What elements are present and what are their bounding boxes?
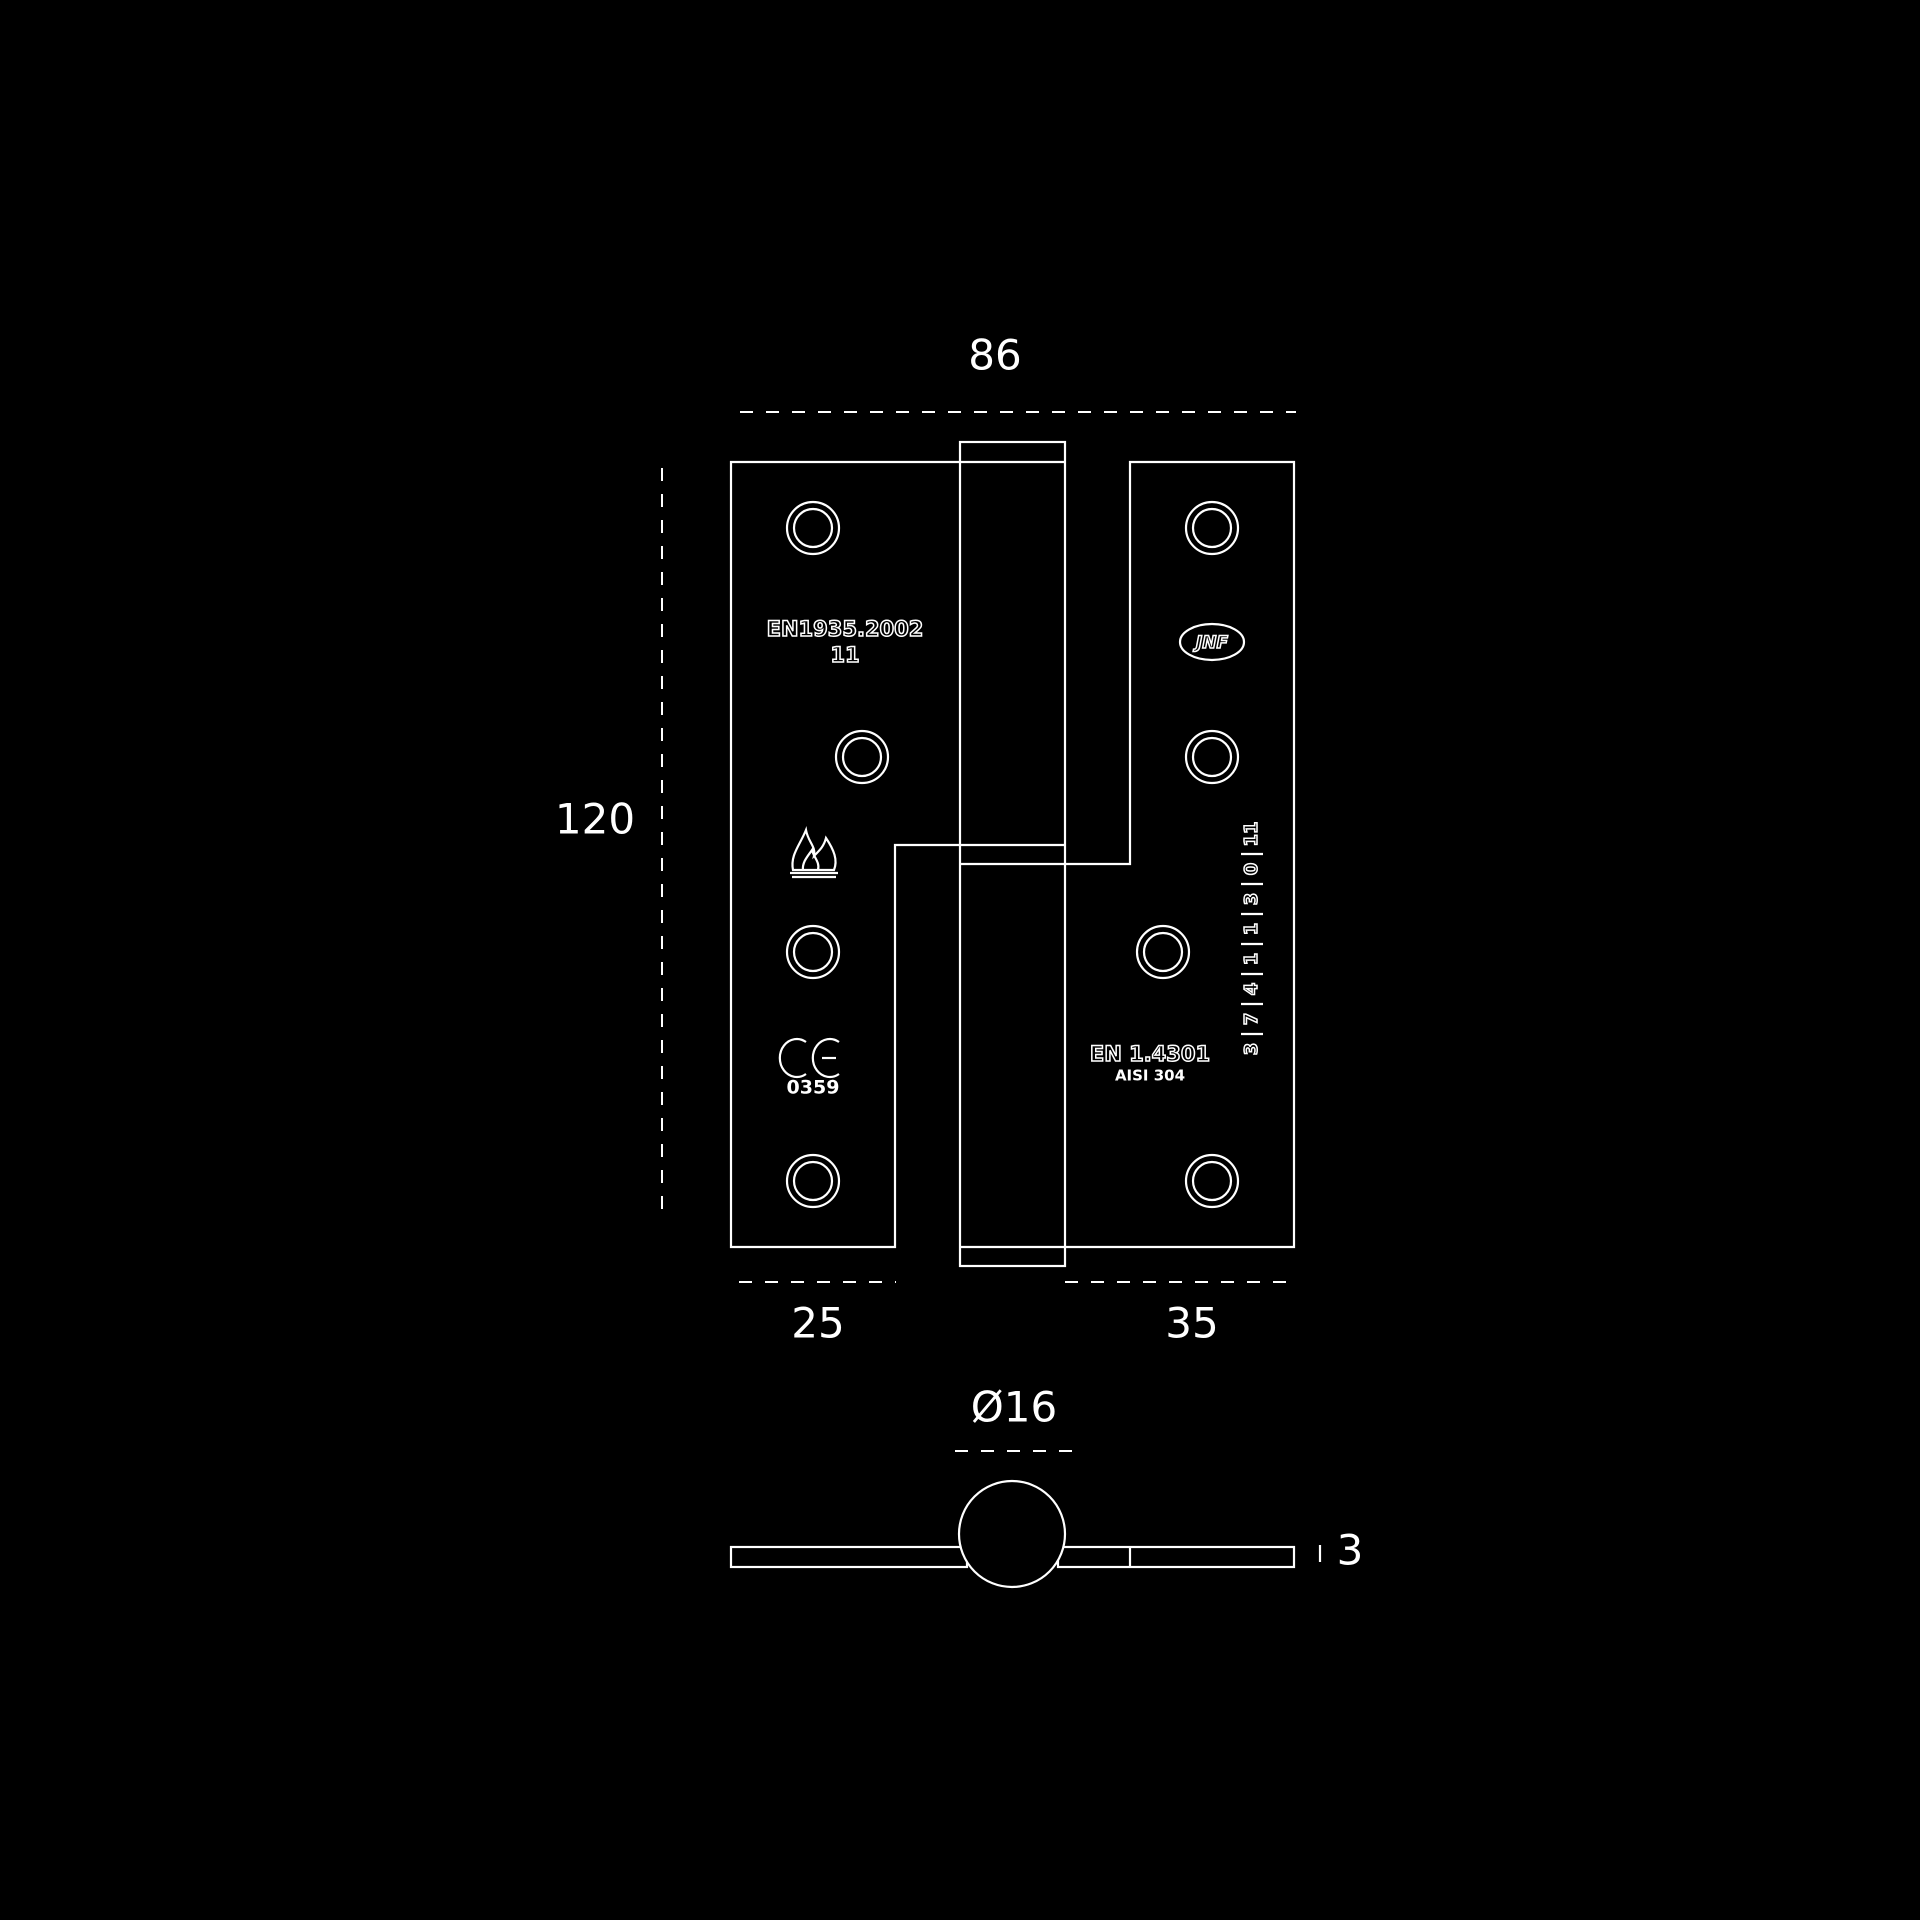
brand-logo-text: JNF xyxy=(1193,633,1229,653)
screw-hole-icon xyxy=(785,1153,841,1209)
classification-digit: 11 xyxy=(1241,821,1262,846)
knuckle-diameter-label: Ø16 xyxy=(971,1383,1058,1432)
right-leaf-dimension-label: 35 xyxy=(1165,1299,1218,1348)
hinge-section-view xyxy=(729,1479,1296,1589)
classification-digit: 1 xyxy=(1241,953,1262,966)
section-right-leaf xyxy=(1056,1545,1296,1569)
screw-hole-icon xyxy=(1184,1153,1240,1209)
thickness-dimension-label: 3 xyxy=(1337,1526,1364,1575)
classification-digit: 1 xyxy=(1241,923,1262,936)
classification-digit: 3 xyxy=(1241,893,1262,906)
width-dimension-label: 86 xyxy=(968,331,1021,380)
left-leaf-dimension-label: 25 xyxy=(791,1299,844,1348)
fire-icon xyxy=(790,825,838,879)
classification-digit: 0 xyxy=(1241,863,1262,876)
standard-marking: EN1935.2002 xyxy=(767,617,924,641)
screw-holes xyxy=(785,500,1240,1209)
height-dimension-label: 120 xyxy=(555,795,635,844)
screw-hole-icon xyxy=(785,500,841,556)
section-knuckle xyxy=(957,1479,1067,1589)
material-grade-marking: AISI 304 xyxy=(1115,1067,1185,1085)
screw-hole-icon xyxy=(1184,500,1240,556)
classification-digit: 7 xyxy=(1241,1013,1262,1026)
classification-digit: 3 xyxy=(1241,1043,1262,1056)
jnf-logo-icon: JNF xyxy=(1178,622,1246,662)
screw-hole-icon xyxy=(785,924,841,980)
screw-hole-icon xyxy=(834,729,890,785)
ce-mark-icon xyxy=(778,1037,840,1079)
classification-digit: 4 xyxy=(1241,983,1262,996)
right-leaf-outline xyxy=(1065,460,1296,1249)
notified-body-number: 0359 xyxy=(787,1077,840,1099)
left-leaf-outline xyxy=(729,460,960,1249)
screw-hole-icon xyxy=(1184,729,1240,785)
knuckle-barrel xyxy=(958,440,1067,1268)
material-marking: EN 1.4301 xyxy=(1090,1042,1210,1066)
section-left-leaf xyxy=(729,1545,969,1569)
hinge-front-view xyxy=(729,440,1296,1268)
standard-grade-marking: 11 xyxy=(830,643,859,667)
screw-hole-icon xyxy=(1135,924,1191,980)
